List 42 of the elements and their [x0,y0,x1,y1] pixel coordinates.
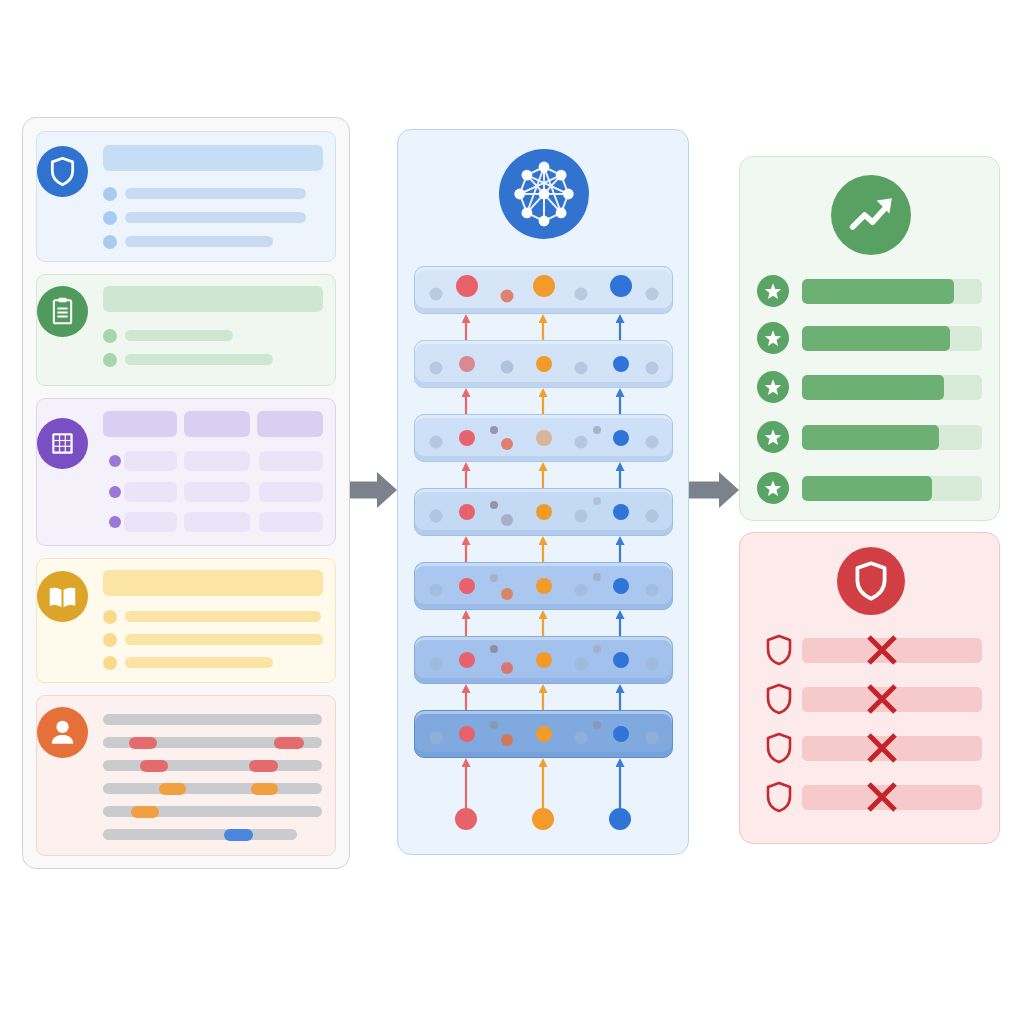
layer-slab [413,339,673,388]
network-panel [397,129,689,855]
layer-slab [413,709,673,758]
result-panel [739,156,1000,521]
arrow [461,758,471,808]
arrow [615,536,625,562]
arrow [538,684,548,710]
arrow [615,684,625,710]
arrow [615,388,625,414]
arrow [461,388,471,414]
arrow [538,758,548,808]
arrow [538,462,548,488]
input-dot [531,807,554,830]
arrow [615,462,625,488]
content-card [35,130,336,262]
layer-slab [413,413,673,462]
arrow [461,462,471,488]
layer-slab [413,487,673,536]
arrow [615,610,625,636]
arrow [615,758,625,808]
arrow [461,314,471,340]
arrow [538,388,548,414]
input-dot [454,807,477,830]
content-card [35,557,336,683]
block-arrow [689,472,739,508]
arrow [538,610,548,636]
arrow [615,314,625,340]
arrow [461,536,471,562]
document-panel [22,117,350,869]
arrow [538,314,548,340]
input-dot [608,807,631,830]
layer-slab [413,635,673,684]
content-card [35,397,336,546]
content-card [35,694,336,856]
arrow [461,610,471,636]
arrow [538,536,548,562]
block-arrow [350,472,397,508]
content-card [35,273,336,386]
result-panel [739,532,1000,844]
arrow [461,684,471,710]
layer-slab [413,265,673,314]
layer-slab [413,561,673,610]
